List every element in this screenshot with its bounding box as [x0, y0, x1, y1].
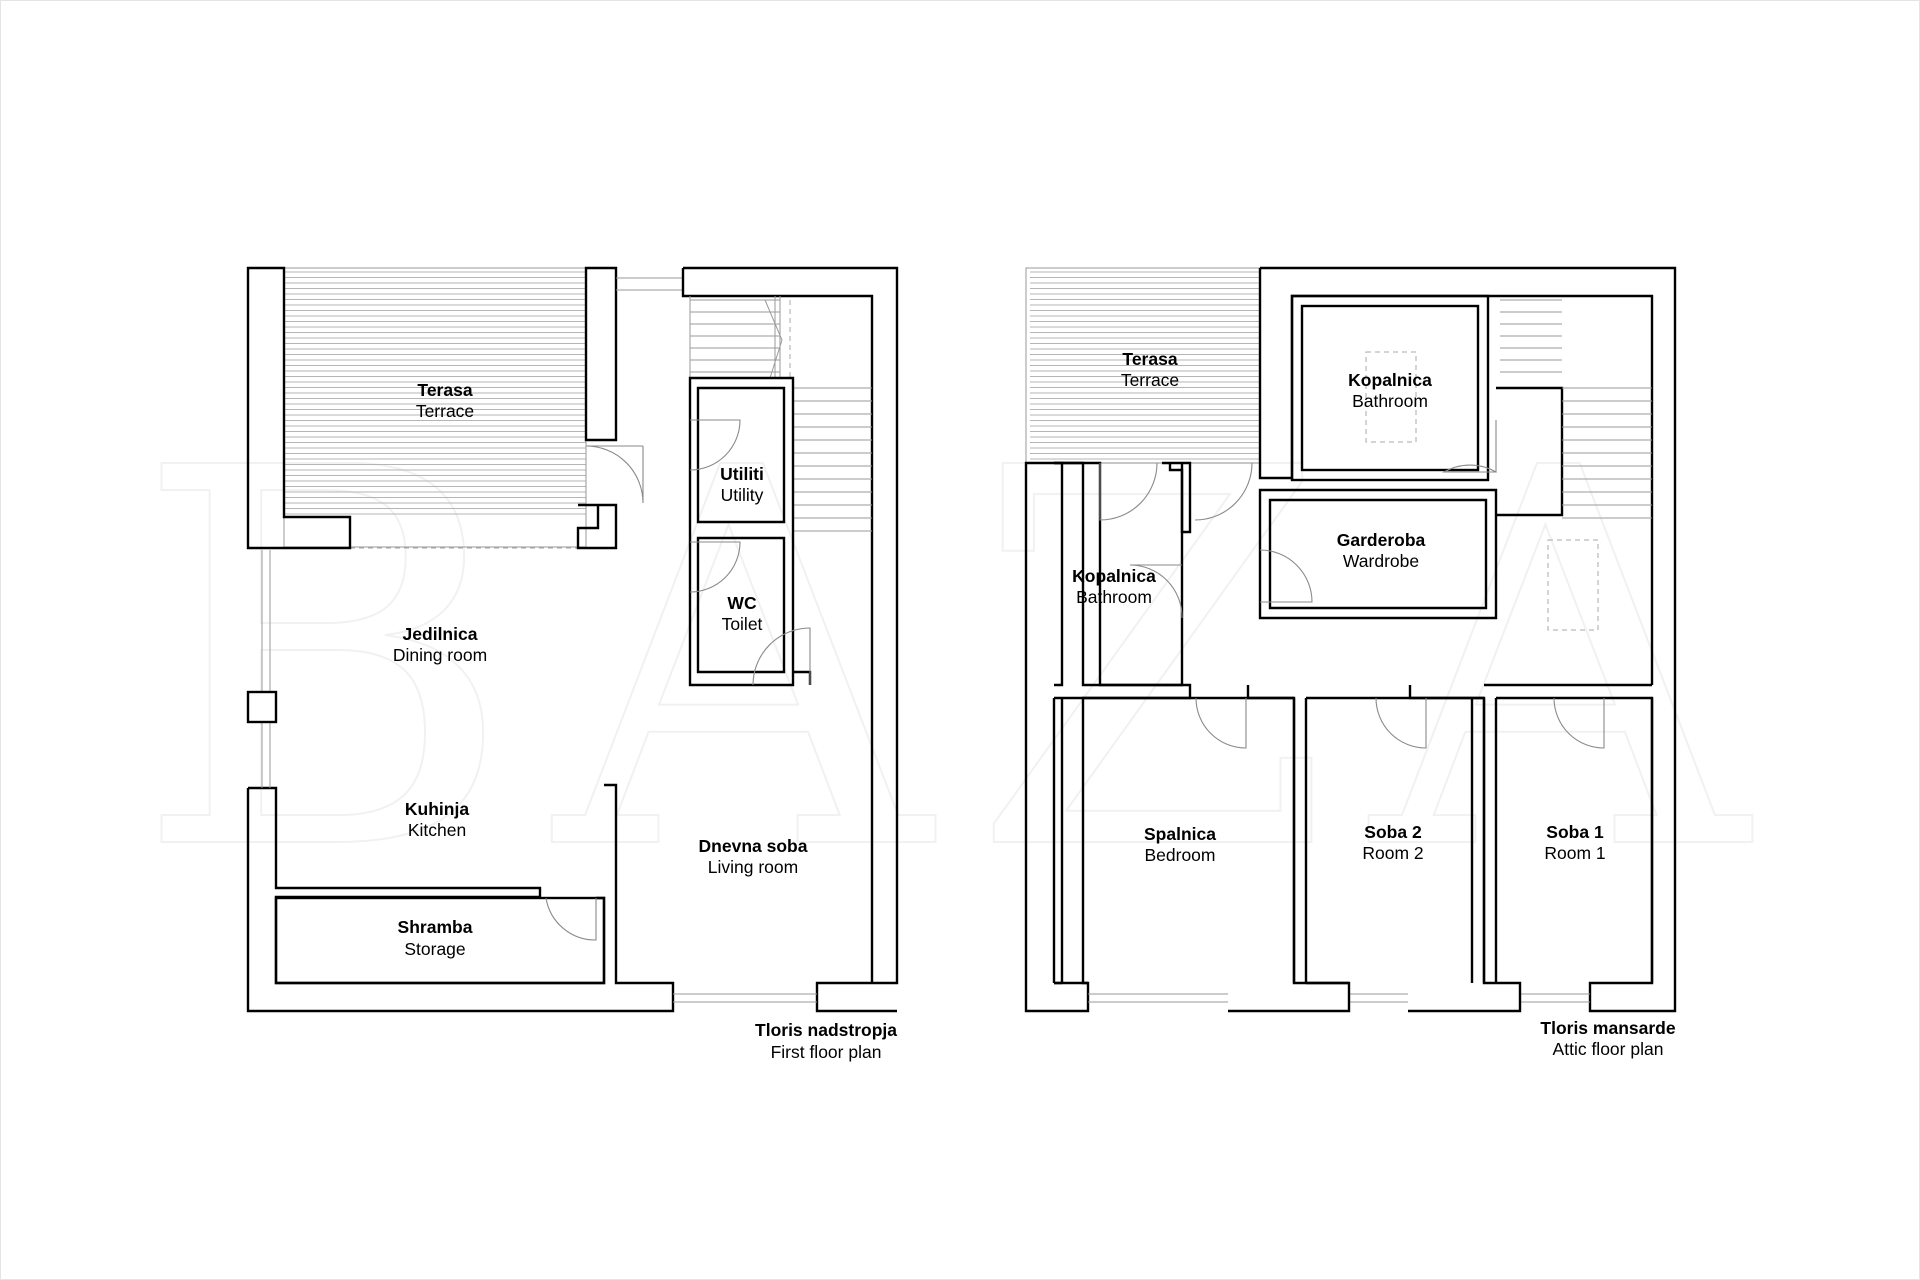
storage-room-outline — [274, 896, 606, 985]
label-utility: Utiliti — [720, 464, 764, 484]
attic-label-room1: Soba 1 — [1546, 822, 1604, 842]
attic-wardrobe-outline — [1258, 488, 1498, 620]
wc-room-outline — [696, 536, 786, 674]
attic-label-bathroom-top-en: Bathroom — [1352, 391, 1428, 411]
first-floor-subtitle: First floor plan — [771, 1042, 882, 1062]
attic-bath-top-door — [1441, 420, 1497, 473]
label-wc-en: Toilet — [722, 614, 763, 634]
label-terrace: Terasa — [417, 380, 472, 400]
label-wc: WC — [727, 593, 757, 613]
label-living-en: Living room — [708, 857, 798, 877]
attic-bathroom-top-outline — [1290, 294, 1490, 482]
outer-wall-bottom — [246, 783, 675, 1013]
attic-label-terrace: Terasa — [1122, 349, 1177, 369]
label-storage-en: Storage — [404, 939, 465, 959]
attic-floor-plan: Terasa Terrace Kopalnica Bathroom Garder… — [1024, 266, 1677, 1059]
label-living: Dnevna soba — [699, 836, 808, 856]
living-door-swing — [752, 627, 811, 686]
terrace-left-wall — [246, 266, 352, 550]
attic-label-wardrobe: Garderoba — [1337, 530, 1426, 550]
attic-label-room2: Soba 2 — [1364, 822, 1422, 842]
attic-partition-room2 — [1306, 696, 1484, 985]
attic-wardrobe-door — [1259, 549, 1313, 603]
label-dining-en: Dining room — [393, 645, 487, 665]
attic-label-bedroom-en: Bedroom — [1144, 845, 1215, 865]
attic-label-bedroom: Spalnica — [1144, 824, 1216, 844]
attic-partition-room2b — [1470, 698, 1486, 983]
left-column — [246, 690, 278, 724]
watermark-text: BAZA — [133, 359, 1788, 965]
terrace-right-wall — [584, 266, 618, 442]
attic-bathroom-partition — [1162, 461, 1192, 534]
skylight-1 — [1365, 351, 1417, 443]
attic-label-wardrobe-en: Wardrobe — [1343, 551, 1419, 571]
service-block-outer — [688, 376, 795, 687]
attic-wardrobe-inner — [1268, 498, 1488, 610]
terrace-door-swing — [585, 445, 644, 504]
attic-stair-wall — [1496, 386, 1564, 517]
attic-room2-door — [1375, 697, 1427, 749]
attic-label-room1-en: Room 1 — [1544, 843, 1605, 863]
outer-wall-right — [683, 266, 899, 1013]
skylight-2 — [1547, 539, 1599, 631]
storage-door-swing — [545, 897, 597, 941]
attic-stairs — [1500, 299, 1652, 519]
attic-label-bathroom-left-en: Bathroom — [1076, 587, 1152, 607]
first-floor-title: Tloris nadstropja — [755, 1020, 897, 1040]
stair-arrow — [764, 299, 783, 379]
label-storage: Shramba — [398, 917, 473, 937]
terrace-corner-wall — [576, 503, 618, 550]
label-terrace-en: Terrace — [416, 401, 474, 421]
first-floor-stairs — [690, 299, 872, 532]
attic-partition-bedroom — [1054, 696, 1308, 983]
utility-room-outline — [696, 386, 786, 524]
outer-wall-right-inner — [681, 268, 874, 983]
wc-door-swing — [689, 541, 741, 593]
first-floor-plan: Terasa Terrace Utiliti Utility WC Toilet… — [246, 266, 899, 1062]
utility-door-swing — [689, 419, 741, 471]
attic-label-bathroom-top: Kopalnica — [1348, 370, 1432, 390]
attic-room1-door — [1553, 697, 1605, 749]
attic-subtitle: Attic floor plan — [1553, 1039, 1664, 1059]
attic-bathroom-top-inner — [1300, 304, 1480, 472]
attic-bedroom-door — [1195, 697, 1247, 749]
attic-bath-door-1 — [1099, 462, 1158, 521]
label-utility-en: Utility — [721, 485, 764, 505]
attic-label-bathroom-left: Kopalnica — [1072, 566, 1156, 586]
label-kitchen: Kuhinja — [405, 799, 469, 819]
attic-bath-door-2 — [1129, 564, 1183, 619]
attic-label-terrace-en: Terrace — [1121, 370, 1179, 390]
label-kitchen-en: Kitchen — [408, 820, 466, 840]
attic-partition-room1 — [1494, 696, 1654, 983]
attic-terrace-door — [1194, 462, 1253, 521]
label-dining: Jedilnica — [403, 624, 478, 644]
attic-label-room2-en: Room 2 — [1362, 843, 1423, 863]
first-floor-terrace-hatch — [284, 271, 586, 515]
attic-title: Tloris mansarde — [1540, 1018, 1675, 1038]
attic-terrace-hatch — [1030, 271, 1260, 460]
